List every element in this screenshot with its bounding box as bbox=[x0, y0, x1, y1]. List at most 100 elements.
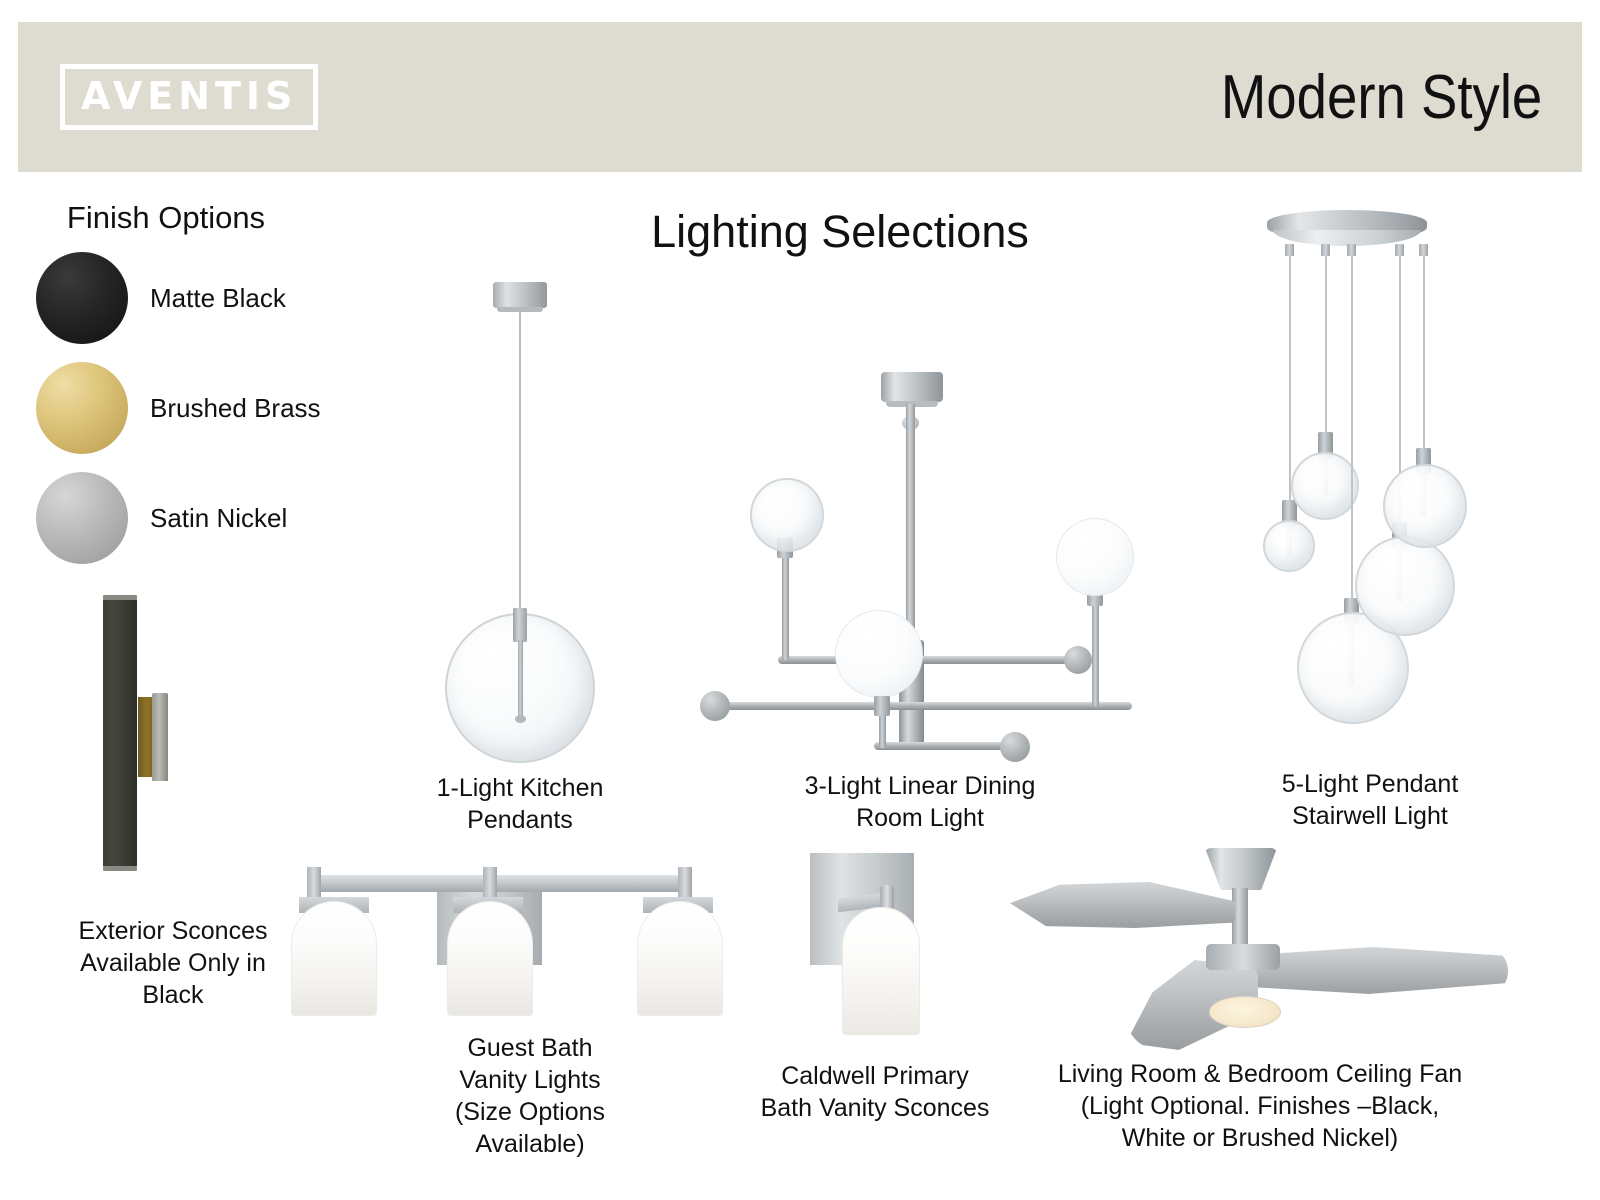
ceiling-fan-caption: Living Room & Bedroom Ceiling Fan (Light… bbox=[1010, 1058, 1510, 1154]
caption-line: Bath Vanity Sconces bbox=[760, 1094, 990, 1122]
caldwell-sconce-caption: Caldwell Primary Bath Vanity Sconces bbox=[720, 1060, 1030, 1124]
cluster-globe-4 bbox=[1355, 536, 1455, 636]
caption-line: Caldwell Primary bbox=[781, 1062, 969, 1090]
finish-option-satin-nickel[interactable]: Satin Nickel bbox=[36, 470, 356, 566]
linear-riser-left bbox=[782, 550, 789, 660]
fan-canopy bbox=[1205, 848, 1277, 890]
cluster-globe-5 bbox=[1383, 464, 1467, 548]
caption-line: Pendants bbox=[467, 806, 573, 834]
caption-line: 3-Light Linear Dining bbox=[804, 772, 1036, 800]
fan-blade-right bbox=[1250, 947, 1508, 994]
cluster-canopy-face bbox=[1273, 230, 1421, 246]
logo-text: AVENTIS bbox=[81, 74, 298, 118]
guest-vanity-caption: Guest Bath Vanity Lights (Size Options A… bbox=[375, 1032, 685, 1160]
fan-blade-left bbox=[1010, 882, 1235, 928]
finish-options-heading: Finish Options bbox=[66, 200, 266, 235]
finish-option-brushed-brass[interactable]: Brushed Brass bbox=[36, 360, 356, 456]
product-exterior-sconce: Exterior Sconces Available Only in Black bbox=[28, 585, 318, 1011]
stairwell-cluster-caption: 5-Light Pendant Stairwell Light bbox=[1210, 768, 1530, 832]
kitchen-pendant-caption: 1-Light Kitchen Pendants bbox=[375, 772, 665, 836]
vanity-end-cap bbox=[307, 867, 321, 901]
caption-line: Vanity Lights bbox=[459, 1066, 601, 1094]
finish-option-matte-black[interactable]: Matte Black bbox=[36, 250, 356, 346]
caption-line: Guest Bath bbox=[467, 1034, 593, 1062]
linear-globe-left bbox=[750, 478, 824, 552]
caldwell-sconce-image bbox=[780, 845, 990, 1040]
header-bar: AVENTIS Modern Style bbox=[18, 22, 1582, 172]
linear-dining-caption: 3-Light Linear Dining Room Light bbox=[760, 770, 1080, 834]
caption-line: 1-Light Kitchen bbox=[436, 774, 604, 802]
caption-line: Room Light bbox=[856, 804, 984, 832]
cluster-cord bbox=[1289, 256, 1291, 506]
stairwell-cluster-image bbox=[1215, 200, 1535, 745]
caldwell-shade bbox=[842, 907, 920, 1035]
cluster-cord bbox=[1399, 256, 1401, 528]
pendant-canopy bbox=[493, 282, 547, 312]
finish-label: Brushed Brass bbox=[150, 392, 321, 423]
fan-downrod bbox=[1232, 888, 1248, 950]
product-kitchen-pendant bbox=[375, 268, 665, 763]
exterior-sconce-image bbox=[28, 585, 318, 875]
vanity-shade-left bbox=[291, 901, 377, 1016]
product-linear-dining-light bbox=[660, 360, 1160, 762]
linear-arm-lower bbox=[722, 702, 1132, 710]
linear-arm-bottom bbox=[874, 742, 1014, 750]
caption-line: (Light Optional. Finishes –Black, bbox=[1080, 1092, 1440, 1120]
finish-options-panel: Finish Options Matte Black Brushed Brass… bbox=[36, 200, 356, 566]
linear-counterweight-ball bbox=[1064, 646, 1092, 674]
main-heading: Lighting Selections bbox=[651, 206, 1029, 257]
product-ceiling-fan bbox=[1000, 820, 1510, 1050]
caption-line: White or Brushed Nickel) bbox=[1121, 1124, 1399, 1152]
cluster-nub bbox=[1395, 244, 1404, 256]
cluster-globe-1 bbox=[1263, 520, 1315, 572]
vanity-end-cap bbox=[678, 867, 692, 901]
vanity-shade-right bbox=[637, 901, 723, 1016]
aventis-logo: AVENTIS bbox=[60, 64, 319, 130]
pendant-cord bbox=[519, 308, 521, 618]
fan-motor-housing bbox=[1206, 944, 1280, 970]
linear-canopy bbox=[881, 372, 943, 407]
finish-label: Matte Black bbox=[150, 282, 286, 313]
caption-line: Available) bbox=[475, 1130, 585, 1158]
cluster-socket bbox=[1282, 500, 1297, 526]
linear-globe-center bbox=[835, 610, 923, 698]
linear-counterweight-ball bbox=[1000, 732, 1030, 762]
cluster-cord bbox=[1351, 256, 1353, 604]
sconce-diffuser bbox=[152, 693, 168, 781]
caption-line: 5-Light Pendant bbox=[1281, 770, 1459, 798]
swatch-satin-nickel-icon bbox=[36, 472, 128, 564]
pendant-socket bbox=[513, 608, 527, 642]
product-caldwell-sconce bbox=[780, 845, 990, 1040]
caption-line: Black bbox=[142, 981, 204, 1009]
fan-light-kit bbox=[1209, 996, 1281, 1028]
cluster-cord bbox=[1423, 256, 1425, 454]
page-title: Modern Style bbox=[1220, 62, 1542, 132]
linear-socket-center bbox=[874, 696, 890, 716]
caption-line: Living Room & Bedroom Ceiling Fan bbox=[1057, 1060, 1463, 1088]
cluster-globe-2 bbox=[1291, 452, 1359, 520]
cluster-nub bbox=[1321, 244, 1330, 256]
linear-arm-upper bbox=[778, 656, 1078, 664]
pendant-stem bbox=[515, 640, 526, 723]
vanity-end-cap bbox=[483, 867, 497, 901]
linear-globe-right bbox=[1056, 518, 1134, 596]
linear-riser-right bbox=[1092, 598, 1099, 706]
linear-counterweight-ball bbox=[700, 691, 730, 721]
caption-line: Available Only in bbox=[80, 949, 266, 977]
linear-riser-center bbox=[879, 708, 886, 748]
ceiling-fan-image bbox=[1000, 820, 1510, 1050]
cluster-socket bbox=[1318, 432, 1333, 458]
sconce-body bbox=[103, 595, 137, 871]
cluster-nub bbox=[1419, 244, 1428, 256]
kitchen-pendant-image bbox=[375, 268, 665, 763]
cluster-nub bbox=[1347, 244, 1356, 256]
caption-line: Stairwell Light bbox=[1292, 802, 1448, 830]
cluster-nub bbox=[1285, 244, 1294, 256]
product-stairwell-cluster bbox=[1215, 200, 1535, 745]
guest-vanity-image bbox=[285, 845, 723, 1030]
vanity-shade-center bbox=[447, 901, 533, 1016]
caption-line: (Size Options bbox=[454, 1098, 606, 1126]
product-guest-vanity bbox=[285, 845, 723, 1030]
swatch-brushed-brass-icon bbox=[36, 362, 128, 454]
swatch-matte-black-icon bbox=[36, 252, 128, 344]
